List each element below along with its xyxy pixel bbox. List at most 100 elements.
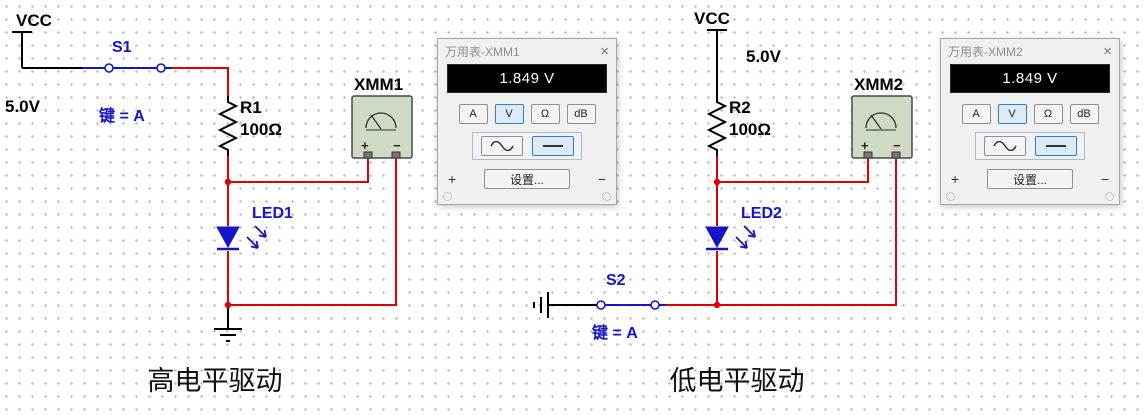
dc-button[interactable] [1034,136,1077,156]
ac-button[interactable] [983,136,1026,156]
resistor-r1[interactable]: R1 100Ω [217,96,282,156]
switch-s1[interactable]: S1 键 = A [82,39,172,125]
wire[interactable] [720,158,869,183]
circuit-caption: 低电平驱动 [670,366,805,396]
sine-wave-icon [489,141,514,151]
ground-right[interactable] [533,292,597,318]
switch-s2[interactable]: S2 键 = A [591,272,666,342]
wire[interactable] [720,158,897,306]
ground-symbol [214,305,242,342]
switch-contact [104,63,114,73]
resistor-symbol [217,96,239,156]
signal-mode-group [975,132,1085,160]
mode-button-row: A V Ω dB [941,104,1119,124]
dialog-titlebar[interactable]: 万用表-XMM1 × [438,39,616,63]
terminal-row: + 设置... − [438,169,616,189]
ground-left[interactable] [214,305,242,342]
wire[interactable] [172,67,229,96]
ohm-button[interactable]: Ω [1033,104,1063,124]
settings-button[interactable]: 设置... [484,169,570,189]
meter-terminal [863,151,873,159]
resistor-value-label: 100Ω [240,120,282,139]
led-label: LED2 [741,205,782,222]
meter-reading: 1.849 V [499,70,555,87]
plus-terminal-icon [946,192,955,201]
meter-terminal [363,151,373,159]
wire[interactable] [231,158,369,183]
led-emission-arrow-icon [743,225,756,238]
resistor-value-label: 100Ω [729,120,771,139]
meter-label: XMM2 [854,75,903,94]
vcc-value-label: 5.0V [746,47,782,66]
vcc-source-right[interactable]: VCC 5.0V [694,9,782,96]
wire-junction [713,301,721,309]
led-led1[interactable]: LED1 [216,205,293,251]
left-circuit: VCC 5.0V S1 键 = A R1 100Ω [5,11,413,396]
meter-label: XMM1 [354,75,403,94]
ohm-button[interactable]: Ω [530,104,560,124]
ampere-button[interactable]: A [458,104,488,124]
dialog-titlebar[interactable]: 万用表-XMM2 × [941,39,1119,63]
mode-button-row: A V Ω dB [438,104,616,124]
vcc-symbol [12,31,32,68]
meter-display: 1.849 V [447,64,607,93]
close-icon[interactable]: × [600,42,609,60]
led-triangle [705,226,729,249]
led-emission-arrow-icon [254,225,267,238]
multimeter-icon-xmm1[interactable]: XMM1 + − [351,75,413,159]
meter-needle [370,114,382,130]
meter-needle [870,114,882,130]
multimeter-dialog-xmm1: 万用表-XMM1 × 1.849 V A V Ω dB + 设置... − [437,38,617,205]
resistor-label: R1 [240,98,262,117]
meter-body [851,95,913,159]
switch-label: S2 [606,272,626,289]
resistor-r2[interactable]: R2 100Ω [706,96,771,156]
plus-terminal-icon [443,192,452,201]
led-emission-arrow-icon [246,236,259,249]
wire[interactable] [231,158,397,306]
wire-junction [224,301,232,309]
minus-terminal-label: − [1100,171,1109,187]
terminal-row: + 设置... − [941,169,1119,189]
meter-terminal [391,151,401,159]
switch-key-label: 键 = A [591,323,638,342]
minus-terminal-icon [1105,192,1114,201]
right-circuit: VCC 5.0V R2 100Ω LED2 [533,9,913,396]
wire-junction [224,178,232,186]
switch-contact [596,300,606,310]
vcc-source-left[interactable]: VCC 5.0V [5,11,52,116]
dc-button[interactable] [531,136,574,156]
db-button[interactable]: dB [1069,104,1099,124]
ampere-button[interactable]: A [961,104,991,124]
meter-plus-sign: + [361,138,369,153]
sine-wave-icon [992,141,1017,151]
plus-terminal-label: + [448,171,457,187]
settings-button[interactable]: 设置... [987,169,1073,189]
vcc-label: VCC [694,9,730,28]
close-icon[interactable]: × [1103,42,1112,60]
meter-gauge-icon [365,112,397,129]
db-button[interactable]: dB [566,104,596,124]
dc-line-icon [542,145,563,147]
volt-button[interactable]: V [494,104,524,124]
resistor-label: R2 [729,98,751,117]
multimeter-icon-xmm2[interactable]: XMM2 + − [851,75,913,159]
meter-body [351,95,413,159]
volt-button[interactable]: V [997,104,1027,124]
vcc-value-label: 5.0V [5,97,41,116]
meter-reading: 1.849 V [1002,70,1058,87]
multimeter-dialog-xmm2: 万用表-XMM2 × 1.849 V A V Ω dB + 设置... − [940,38,1120,205]
meter-minus-sign: − [893,138,901,153]
dc-line-icon [1045,145,1066,147]
led-triangle [216,226,240,249]
meter-plus-sign: + [861,138,869,153]
switch-key-label: 键 = A [98,106,145,125]
ac-button[interactable] [480,136,523,156]
minus-terminal-icon [602,192,611,201]
vcc-symbol [707,29,727,96]
led-emission-arrow-icon [735,236,748,249]
led-led2[interactable]: LED2 [705,205,782,251]
switch-contact [156,63,166,73]
